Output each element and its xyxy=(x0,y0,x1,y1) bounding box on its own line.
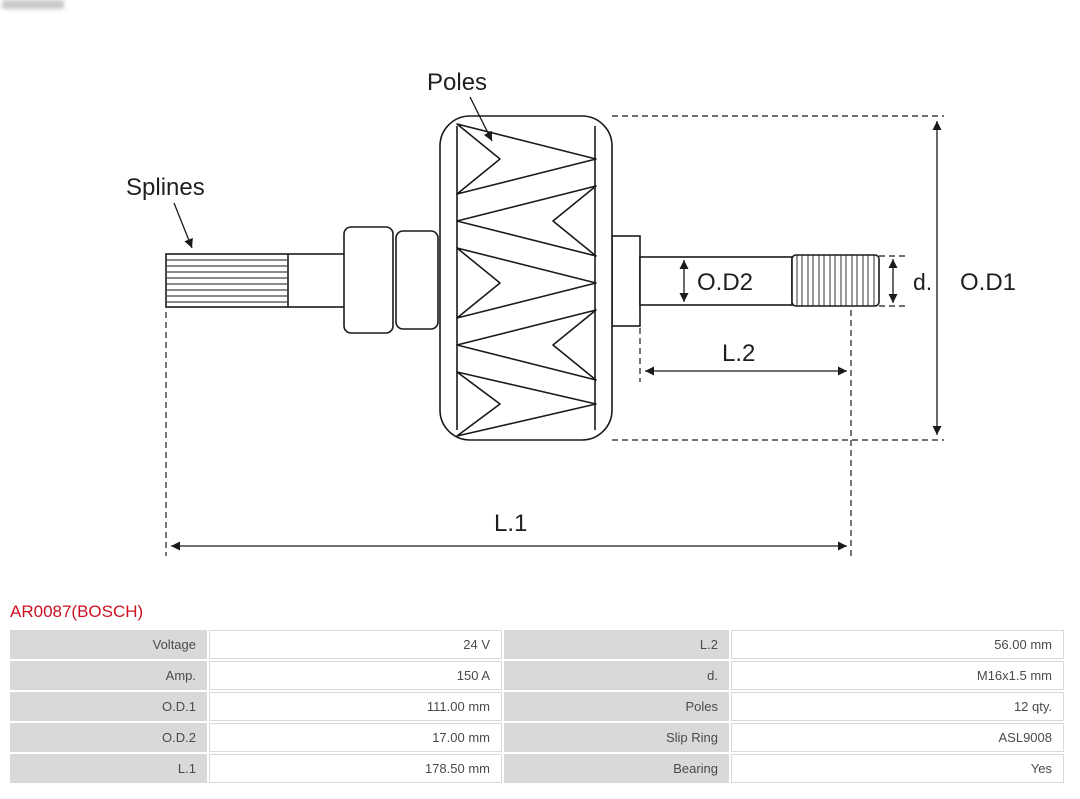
spec-row: O.D.2 17.00 mm Slip Ring ASL9008 xyxy=(10,723,1064,752)
spec-value: 56.00 mm xyxy=(731,630,1064,659)
splined-shaft xyxy=(165,253,346,308)
spec-value: ASL9008 xyxy=(731,723,1064,752)
claw-poles xyxy=(456,123,597,437)
spec-label: Poles xyxy=(504,692,729,721)
poles-label: Poles xyxy=(427,69,487,96)
spec-label: Slip Ring xyxy=(504,723,729,752)
poles-body xyxy=(439,115,613,441)
shaft-collars xyxy=(343,226,439,334)
spec-table: Voltage 24 V L.2 56.00 mm Amp. 150 A d. … xyxy=(8,628,1066,785)
thread-hatching xyxy=(796,255,875,306)
spec-value: 24 V xyxy=(209,630,502,659)
spec-value: 178.50 mm xyxy=(209,754,502,783)
rotor-body xyxy=(165,115,944,556)
spec-label: L.1 xyxy=(10,754,207,783)
spec-label: d. xyxy=(504,661,729,690)
d-label: d. xyxy=(913,269,932,295)
extension-lines xyxy=(165,115,944,556)
spec-label: L.2 xyxy=(504,630,729,659)
poles-leader-arrow xyxy=(469,96,493,142)
spec-row: Amp. 150 A d. M16x1.5 mm xyxy=(10,661,1064,690)
splines-leader-arrow xyxy=(173,202,193,249)
spec-label: O.D.1 xyxy=(10,692,207,721)
spec-row: O.D.1 111.00 mm Poles 12 qty. xyxy=(10,692,1064,721)
dimension-lines xyxy=(171,96,942,551)
od1-label: O.D1 xyxy=(960,269,1016,296)
spec-row: L.1 178.50 mm Bearing Yes xyxy=(10,754,1064,783)
spec-row: Voltage 24 V L.2 56.00 mm xyxy=(10,630,1064,659)
l2-label: L.2 xyxy=(722,340,755,367)
od2-label: O.D2 xyxy=(697,269,753,296)
spec-value: M16x1.5 mm xyxy=(731,661,1064,690)
spec-value: Yes xyxy=(731,754,1064,783)
spec-label: O.D.2 xyxy=(10,723,207,752)
right-shaft xyxy=(611,235,880,327)
spec-value: 111.00 mm xyxy=(209,692,502,721)
spec-label: Voltage xyxy=(10,630,207,659)
part-number-title: AR0087(BOSCH) xyxy=(10,602,144,621)
spec-value: 150 A xyxy=(209,661,502,690)
rotor-technical-diagram: Poles Splines O.D2 d. O.D1 L.2 L.1 xyxy=(126,69,1016,556)
l1-label: L.1 xyxy=(494,510,527,537)
spec-label: Bearing xyxy=(504,754,729,783)
splines-label: Splines xyxy=(126,174,205,201)
corner-watermark-logo xyxy=(2,0,64,9)
spec-label: Amp. xyxy=(10,661,207,690)
spec-value: 12 qty. xyxy=(731,692,1064,721)
spec-value: 17.00 mm xyxy=(209,723,502,752)
